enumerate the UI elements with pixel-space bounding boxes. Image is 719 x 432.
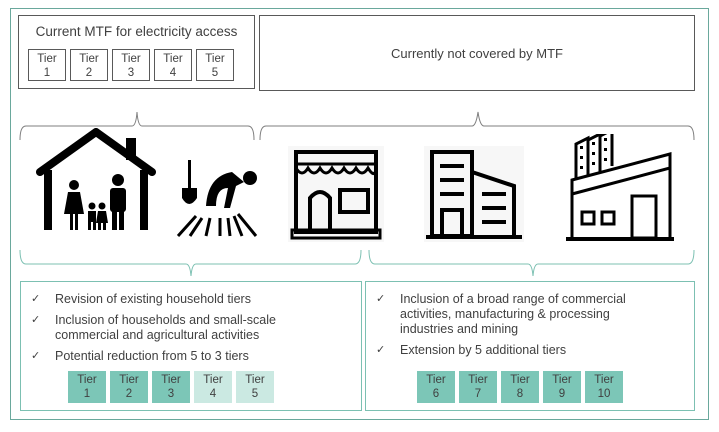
left-bullet: ✓Potential reduction from 5 to 3 tiers [31,349,249,363]
outer-frame [10,8,709,420]
check-icon: ✓ [376,344,386,356]
house-family-icon [36,128,156,230]
right-panel: ✓Inclusion of a broad range of commercia… [365,281,695,411]
check-icon: ✓ [376,293,386,305]
not-covered-box: Currently not covered by MTF [259,15,695,91]
right-bullet-list: ✓Inclusion of a broad range of commercia… [374,292,664,364]
check-icon: ✓ [31,350,41,362]
not-covered-title: Currently not covered by MTF [391,45,563,61]
left-bullet: ✓Inclusion of households and small-scale… [31,313,276,342]
left-bullet: ✓Revision of existing household tiers [31,292,251,306]
factory-icon [566,134,674,241]
shop-icon [288,146,384,242]
left-panel: ✓Revision of existing household tiers ✓I… [20,281,362,411]
left-bullet-list: ✓Revision of existing household tiers ✓I… [29,292,339,370]
farmer-icon [176,160,258,238]
right-bullet: ✓Extension by 5 additional tiers [376,343,567,357]
check-icon: ✓ [31,293,41,305]
right-bullet: ✓Inclusion of a broad range of commercia… [376,292,626,336]
current-mtf-title: Current MTF for electricity access [35,24,238,39]
office-building-icon [424,146,524,242]
check-icon: ✓ [31,314,41,326]
